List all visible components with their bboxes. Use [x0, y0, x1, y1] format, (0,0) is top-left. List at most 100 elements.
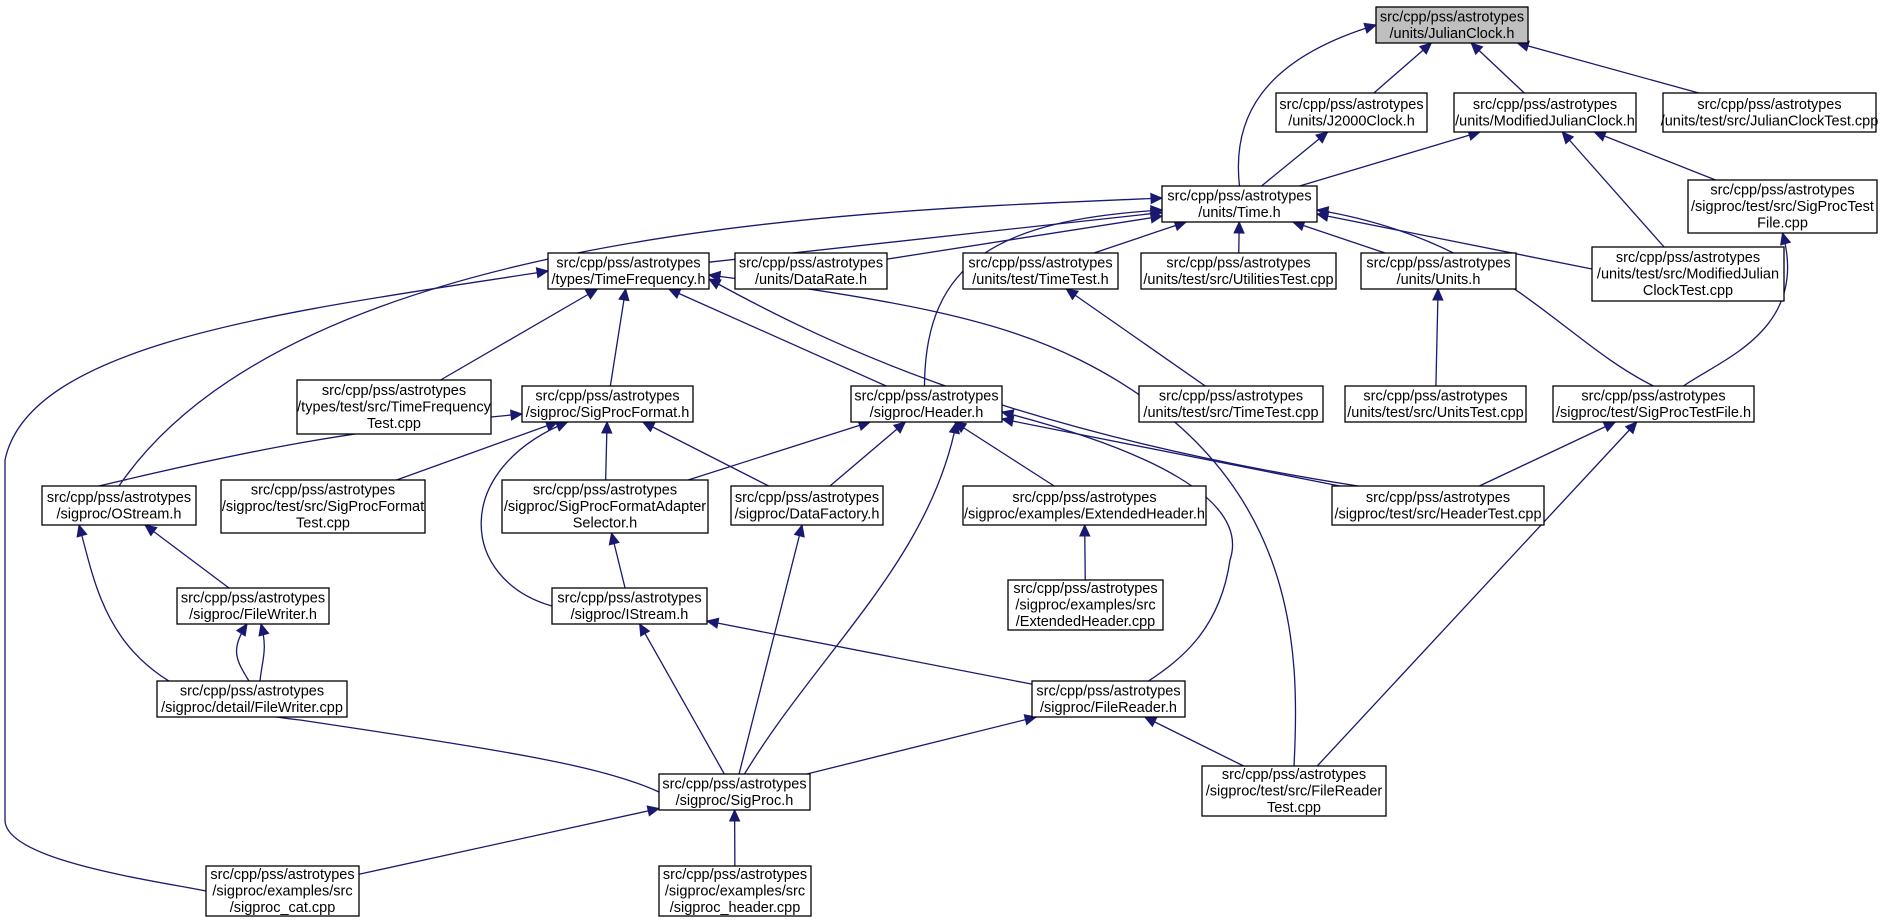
edge-julian_clock-j2000: [1373, 42, 1432, 94]
edge-time-mjd_test: [1316, 213, 1593, 270]
edge-timefreq-spformat: [609, 288, 627, 387]
node-box: [730, 485, 884, 526]
node-label-line: /units/test/TimeTest.h: [972, 272, 1108, 288]
node-istream[interactable]: src/cpp/pss/astrotypes/sigproc/IStream.h: [551, 587, 708, 625]
node-filewriter-h[interactable]: src/cpp/pss/astrotypes/sigproc/FileWrite…: [176, 587, 330, 625]
edge-header-header_test: [1001, 418, 1340, 487]
node-j2000[interactable]: src/cpp/pss/astrotypes/units/J2000Clock.…: [1275, 92, 1428, 133]
arrowhead-datafactory-sigproc_h: [793, 523, 805, 538]
node-filereader-test[interactable]: src/cpp/pss/astrotypes/sigproc/test/src/…: [1201, 765, 1387, 817]
node-header-test[interactable]: src/cpp/pss/astrotypes/sigproc/test/src/…: [1331, 485, 1545, 526]
node-label-line: /units/test/src/ModifiedJulian: [1597, 267, 1779, 283]
node-ext-header-h[interactable]: src/cpp/pss/astrotypes/sigproc/examples/…: [962, 485, 1207, 526]
node-box: [547, 252, 710, 290]
node-sp-testfile-h[interactable]: src/cpp/pss/astrotypes/sigproc/test/SigP…: [1552, 385, 1755, 423]
arrowhead-time-ostream: [1150, 192, 1164, 205]
node-label-line: src/cpp/pss/astrotypes: [1473, 97, 1617, 113]
node-datarate[interactable]: src/cpp/pss/astrotypes/units/DataRate.h: [734, 252, 888, 290]
node-label-line: src/cpp/pss/astrotypes: [533, 483, 677, 499]
edge-ostream-sigproc_h: [78, 524, 660, 793]
arrowhead-ostream-filewriter_h: [144, 524, 158, 537]
node-box: [962, 485, 1207, 526]
node-timetest-cpp[interactable]: src/cpp/pss/astrotypes/units/test/src/Ti…: [1138, 385, 1324, 423]
node-label-line: src/cpp/pss/astrotypes: [1013, 581, 1157, 597]
node-sp-testfile-cpp[interactable]: src/cpp/pss/astrotypes/sigproc/test/src/…: [1687, 179, 1878, 234]
edge-istream-filereader: [706, 620, 1033, 685]
node-timefreq[interactable]: src/cpp/pss/astrotypes/types/TimeFrequen…: [547, 252, 710, 290]
node-ostream[interactable]: src/cpp/pss/astrotypes/sigproc/OStream.h: [41, 485, 197, 526]
node-mjd[interactable]: src/cpp/pss/astrotypes/units/ModifiedJul…: [1453, 92, 1637, 133]
node-spformat-test[interactable]: src/cpp/pss/astrotypes/sigproc/test/src/…: [220, 479, 426, 534]
node-header[interactable]: src/cpp/pss/astrotypes/sigproc/Header.h: [850, 385, 1003, 423]
node-sigproc-header-cpp[interactable]: src/cpp/pss/astrotypes/sigproc/examples/…: [658, 865, 812, 917]
node-box: [1344, 385, 1527, 423]
node-label-line: src/cpp/pss/astrotypes: [1167, 188, 1311, 204]
node-label-line: /sigproc/detail/FileWriter.cpp: [161, 700, 343, 716]
node-box: [1140, 252, 1337, 290]
node-label-line: src/cpp/pss/astrotypes: [1363, 388, 1507, 404]
node-label-line: src/cpp/pss/astrotypes: [1380, 9, 1524, 25]
node-label-line: src/cpp/pss/astrotypes: [181, 590, 325, 606]
node-label-line: /units/DataRate.h: [755, 272, 867, 288]
node-box: [734, 252, 888, 290]
node-timetest-h[interactable]: src/cpp/pss/astrotypes/units/test/TimeTe…: [962, 252, 1119, 290]
node-label-line: src/cpp/pss/astrotypes: [1036, 683, 1180, 699]
node-label-line: /units/J2000Clock.h: [1288, 113, 1415, 129]
node-datafactory[interactable]: src/cpp/pss/astrotypes/sigproc/DataFacto…: [730, 485, 884, 526]
edge-timefreq-header_test: [708, 278, 1359, 487]
node-ext-header-cpp[interactable]: src/cpp/pss/astrotypes/sigproc/examples/…: [1007, 579, 1164, 631]
node-box: [1275, 92, 1428, 133]
edges-layer: [4, 22, 1792, 892]
nodes-layer: src/cpp/pss/astrotypes/units/JulianClock…: [41, 6, 1879, 917]
node-time[interactable]: src/cpp/pss/astrotypes/units/Time.h: [1161, 185, 1318, 223]
node-label-line: /types/test/src/TimeFrequency: [297, 400, 491, 416]
edge-header-filereader: [1001, 411, 1234, 682]
node-adapter[interactable]: src/cpp/pss/astrotypes/sigproc/SigProcFo…: [501, 479, 709, 534]
node-label-line: /units/test/src/JulianClockTest.cpp: [1661, 113, 1879, 129]
node-label-line: /sigproc/OStream.h: [57, 506, 182, 522]
node-label-line: /sigproc/examples/src: [1015, 598, 1155, 614]
node-label-line: /sigproc/test/src/SigProcFormat: [222, 499, 424, 515]
node-box: [1552, 385, 1755, 423]
node-label-line: src/cpp/pss/astrotypes: [47, 490, 191, 506]
arrowhead-filereader-filereader_test: [1143, 716, 1158, 728]
node-sigproc-h[interactable]: src/cpp/pss/astrotypes/sigproc/SigProc.h: [658, 773, 811, 811]
node-label-line: ClockTest.cpp: [1643, 283, 1733, 299]
node-filewriter-cpp[interactable]: src/cpp/pss/astrotypes/sigproc/detail/Fi…: [156, 680, 348, 718]
node-label-line: src/cpp/pss/astrotypes: [1366, 490, 1510, 506]
arrowhead-sp_testfile_h-filereader_test: [1624, 421, 1638, 435]
node-label-line: /sigproc/examples/src: [665, 884, 805, 900]
edge-sigproc_h-sigproc_cat: [358, 807, 660, 875]
edge-time-datarate: [886, 215, 1163, 260]
edge-header-adapter: [687, 421, 871, 481]
node-tf-test[interactable]: src/cpp/pss/astrotypes/types/test/src/Ti…: [296, 379, 492, 435]
edge-ostream-filewriter_h: [144, 524, 230, 589]
node-box: [962, 252, 1119, 290]
node-filereader[interactable]: src/cpp/pss/astrotypes/sigproc/FileReade…: [1031, 680, 1186, 718]
node-label-line: src/cpp/pss/astrotypes: [535, 388, 679, 404]
node-spformat[interactable]: src/cpp/pss/astrotypes/sigproc/SigProcFo…: [521, 385, 694, 423]
edge-julian_clock-mjd: [1470, 42, 1525, 94]
arrowhead-timetest_h-timetest_cpp: [1065, 288, 1080, 301]
arrowhead-timefreq-header: [667, 288, 682, 299]
node-utilities-test[interactable]: src/cpp/pss/astrotypes/units/test/src/Ut…: [1140, 252, 1337, 290]
node-label-line: Test.cpp: [1267, 800, 1321, 816]
arrowhead-units_h-units_test: [1432, 287, 1444, 301]
node-units-test[interactable]: src/cpp/pss/astrotypes/units/test/src/Un…: [1344, 385, 1527, 423]
edge-time-header: [923, 209, 1163, 387]
node-box: [658, 865, 812, 917]
node-label-line: /sigproc_header.cpp: [670, 900, 801, 916]
node-box: [1031, 680, 1186, 718]
node-box: [1591, 246, 1785, 302]
node-sigproc-cat[interactable]: src/cpp/pss/astrotypes/sigproc/examples/…: [205, 865, 360, 917]
edge-j2000-time: [1261, 131, 1329, 187]
node-jc-test[interactable]: src/cpp/pss/astrotypes/units/test/src/Ju…: [1661, 92, 1879, 133]
node-mjd-test[interactable]: src/cpp/pss/astrotypes/units/test/src/Mo…: [1591, 246, 1785, 302]
node-julian-clock[interactable]: src/cpp/pss/astrotypes/units/JulianClock…: [1375, 6, 1529, 44]
node-label-line: File.cpp: [1757, 216, 1808, 232]
edge-timefreq-header: [668, 288, 887, 387]
arrowhead-j2000-time: [1315, 131, 1329, 144]
edge-timefreq-tf_test: [440, 288, 598, 381]
node-units-h[interactable]: src/cpp/pss/astrotypes/units/Units.h: [1360, 252, 1517, 290]
node-box: [1331, 485, 1545, 526]
